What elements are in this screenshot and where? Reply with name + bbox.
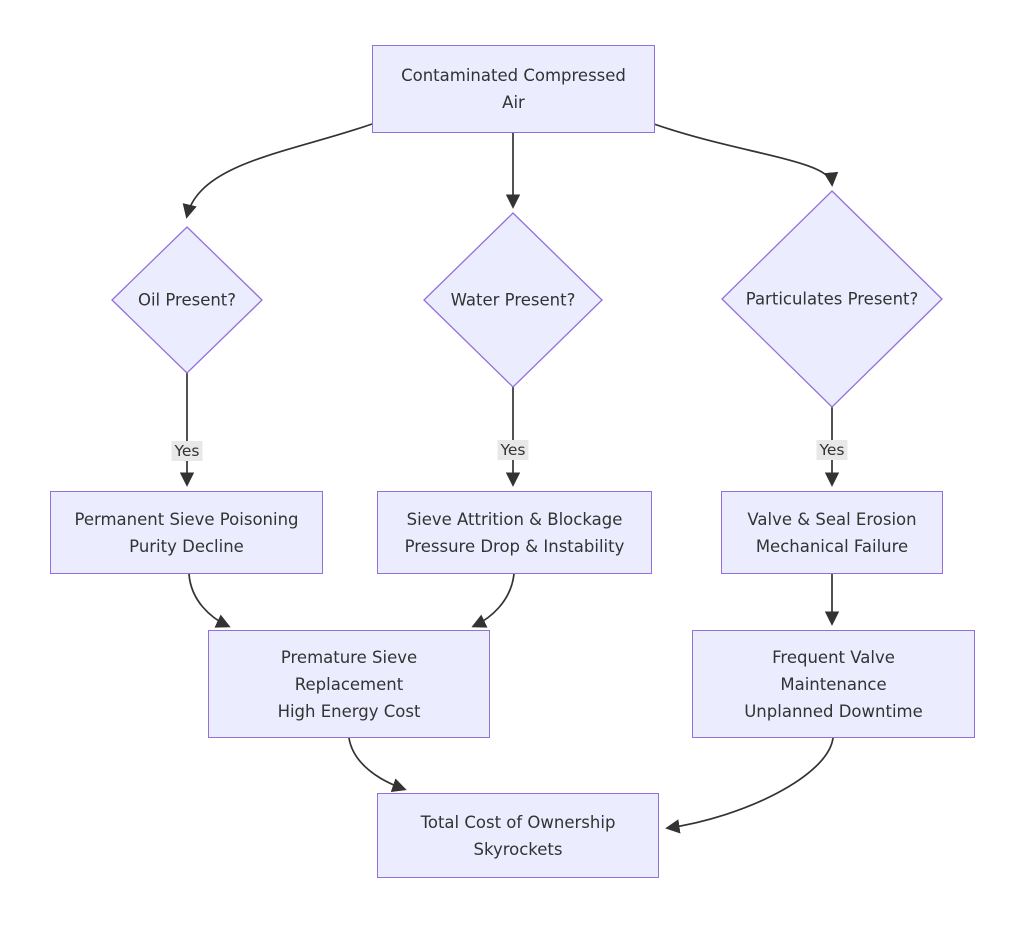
edge-root-to-oil: [182, 123, 373, 219]
decision-water-label: Water Present?: [450, 290, 576, 310]
node-sieve-attrition: Sieve Attrition & Blockage Pressure Drop…: [377, 491, 652, 574]
node-premature-replacement-label: Premature Sieve Replacement High Energy …: [277, 647, 421, 721]
edge-maintenance-to-tco: [665, 737, 834, 834]
edge-attrition-to-replacement: [471, 573, 515, 628]
node-contaminated-air-label: Contaminated Compressed Air: [401, 66, 626, 112]
node-valve-erosion: Valve & Seal Erosion Mechanical Failure: [721, 491, 943, 574]
node-sieve-poisoning: Permanent Sieve Poisoning Purity Decline: [50, 491, 323, 574]
edge-label-yes-water: Yes: [497, 440, 529, 460]
node-contaminated-air: Contaminated Compressed Air: [372, 45, 655, 133]
node-sieve-attrition-label: Sieve Attrition & Blockage Pressure Drop…: [404, 509, 625, 556]
decision-water-shape: [423, 212, 603, 388]
node-valve-maintenance: Frequent Valve Maintenance Unplanned Dow…: [692, 630, 975, 738]
edge-replacement-to-tco: [348, 737, 407, 793]
edge-root-to-particulates: [653, 123, 839, 187]
decision-oil-shape: [111, 226, 263, 374]
node-valve-maintenance-label: Frequent Valve Maintenance Unplanned Dow…: [744, 647, 923, 721]
edge-label-yes-oil: Yes: [171, 441, 203, 461]
decision-particulates-shape: [721, 190, 943, 408]
edge-poisoning-to-replacement: [188, 573, 231, 628]
node-sieve-poisoning-label: Permanent Sieve Poisoning Purity Decline: [74, 509, 299, 556]
node-total-cost: Total Cost of Ownership Skyrockets: [377, 793, 659, 878]
decision-oil-label: Oil Present?: [137, 290, 237, 310]
node-total-cost-label: Total Cost of Ownership Skyrockets: [420, 812, 616, 859]
edge-label-yes-particulates: Yes: [816, 440, 848, 460]
decision-particulates-label: Particulates Present?: [745, 289, 919, 309]
node-valve-erosion-label: Valve & Seal Erosion Mechanical Failure: [747, 509, 917, 556]
node-premature-replacement: Premature Sieve Replacement High Energy …: [208, 630, 490, 738]
